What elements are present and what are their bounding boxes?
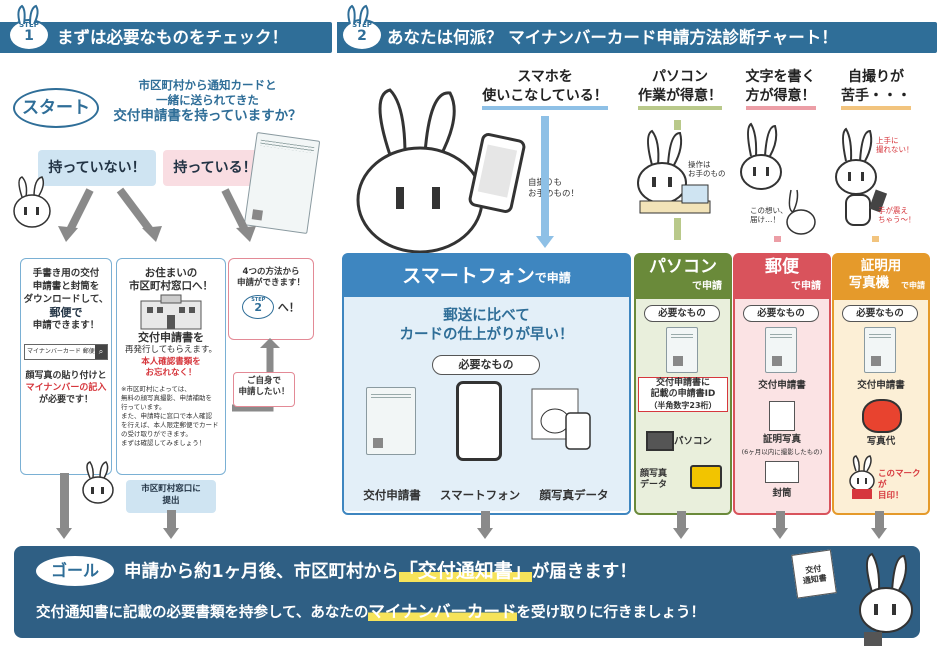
mail-item-photo: 証明写真 <box>762 434 801 445</box>
smartphone-item-phone: スマートフォン <box>439 488 521 502</box>
arrow-down <box>60 473 69 528</box>
booth-panel: 証明用 写真機 で申請 必要なもの 交付申請書 写真代 このマークが 目印！ <box>832 253 930 515</box>
mail-bubble: この想い、 届け…！ <box>750 206 788 224</box>
goal-bar: ゴール 申請から約1ヶ月後、市区町村から「交付通知書」が届きます！ 交付通知書に… <box>14 546 920 638</box>
mail-need-label: 必要なもの <box>743 305 819 322</box>
arrow-down <box>776 511 785 528</box>
no-option[interactable]: 持っていない！ <box>38 150 156 186</box>
arrow-down <box>167 510 176 528</box>
booth-mark-note: このマークが 目印！ <box>878 469 921 501</box>
pc-panel-header: パソコン で申請 <box>636 255 730 299</box>
self-apply-arrow <box>232 338 280 412</box>
mail-question: 文字を書く 方が得意！ <box>733 68 828 110</box>
id-photo-icon <box>769 401 795 431</box>
smartphone-item-photo: 顔写真データ <box>539 488 609 502</box>
rabbit-mascot-icon <box>82 461 114 504</box>
camera-icon <box>690 465 722 489</box>
rabbit-mark-icon <box>849 455 875 499</box>
smartphone-need-label: 必要なもの <box>432 355 540 375</box>
city-hall-icon <box>140 294 202 330</box>
booth-question: 自撮りが 苦手・・・ <box>832 68 920 110</box>
smartphone-device-icon <box>456 381 502 461</box>
rabbit-writing-illustration <box>740 122 816 235</box>
booth-panel-header: 証明用 写真機 で申請 <box>834 255 928 300</box>
booth-bubble-2: 手が震え ちゃう～！ <box>878 206 916 224</box>
mail-panel-header: 郵便 で申請 <box>735 255 829 299</box>
booth-need-label: 必要なもの <box>842 305 918 322</box>
start-question: 市区町村から通知カードと 一緒に送られてきた 交付申請書を持っていますか？ <box>113 78 302 124</box>
smartphone-form-image <box>366 387 416 455</box>
rabbit-ears-icon <box>347 4 369 25</box>
pc-item-id: 交付申請書に 記載の申請書ID （半角数字23桁） <box>638 377 728 412</box>
mail-item-envelope: 封筒 <box>772 488 792 499</box>
arrow-down-head <box>477 528 493 539</box>
step2-title: あなたは何派？ マイナンバーカード申請方法診断チャート！ <box>387 28 838 47</box>
rabbit-ears-icon <box>17 4 39 25</box>
booth-item-fee: 写真代 <box>866 436 896 447</box>
booth-bubble-1: 上手に 撮れない！ <box>876 136 914 154</box>
smart-bubble: 自撮りも お手のもの！ <box>528 178 580 199</box>
smartphone-lead: 郵送に比べて カードの仕上がりが早い！ <box>399 308 574 343</box>
mail-form-image <box>765 327 797 373</box>
envelope-icon <box>765 461 799 483</box>
laptop-icon <box>646 431 674 451</box>
arrow-down <box>774 236 781 242</box>
arrow-down-head <box>163 528 179 539</box>
rabbit-with-phone-illustration <box>356 88 526 254</box>
rabbit-mascot-icon <box>13 176 51 228</box>
arrow-down <box>481 511 490 528</box>
arrow-down <box>674 218 681 240</box>
mail-item-photo-note: (6ヶ月以内に撮影したもの) <box>741 448 823 456</box>
rabbit-at-pc-illustration <box>637 129 711 214</box>
mail-panel: 郵便 で申請 必要なもの 交付申請書 証明写真 (6ヶ月以内に撮影したもの) 封… <box>733 253 831 515</box>
booth-form-image <box>864 327 896 373</box>
smartphone-panel-header: スマートフォンで申請 <box>344 255 629 297</box>
arrow-down-head <box>536 236 554 248</box>
mail-item-form: 交付申請書 <box>758 380 806 391</box>
rabbit-goal-illustration <box>859 552 913 646</box>
arrow-down <box>677 511 686 528</box>
pc-bubble: 操作は お手のもの <box>688 160 726 178</box>
pc-item-photo: 顔写真 データ <box>640 469 668 490</box>
arrow-down-head <box>772 528 788 539</box>
arrow-down <box>674 120 681 130</box>
arrow-down <box>541 116 549 236</box>
smartphone-panel: スマートフォンで申請 郵送に比べて カードの仕上がりが早い！ 必要なもの 交付申… <box>342 253 631 515</box>
step1-title: まずは必要なものをチェック！ <box>57 28 288 47</box>
search-box[interactable]: マイナンバーカード 郵便 ⌕ <box>24 344 108 360</box>
smart-question: スマホを 使いこなしている！ <box>470 68 620 110</box>
goal-line1: 申請から約1ヶ月後、市区町村から「交付通知書」が届きます！ <box>124 560 637 582</box>
smartphone-item-form: 交付申請書 <box>363 488 421 502</box>
booth-item-form: 交付申請書 <box>857 380 905 391</box>
municipal-window-box: お住まいの 市区町村窓口へ！ 交付申請書を 再発行してもらえます。 本人確認書類… <box>116 258 226 475</box>
flow-arrows <box>58 187 256 242</box>
self-apply-bubble: ご自身で 申請したい！ <box>233 372 295 407</box>
arrow-down <box>872 236 879 242</box>
window-submit-box: 市区町村窓口に 提出 <box>126 480 216 513</box>
pc-form-image <box>666 327 698 373</box>
goal-line2: 交付通知書に記載の必要書類を持参して、あなたのマイナンバーカードを受け取りに行き… <box>36 602 706 621</box>
arrow-down-head <box>871 528 887 539</box>
pc-panel: パソコン で申請 必要なもの 交付申請書に 記載の申請書ID （半角数字23桁）… <box>634 253 732 515</box>
pc-item-pc: パソコン <box>674 436 713 447</box>
arrow-down-head <box>56 528 72 539</box>
download-option-box: 手書き用の交付 申請書と封筒を ダウンロードして、 郵便で 申請できます！ マイ… <box>20 258 112 475</box>
start-badge: スタート <box>13 88 99 128</box>
rabbit-selfie-illustration <box>835 127 888 226</box>
pc-question: パソコン 作業が得意！ <box>630 68 730 110</box>
coin-purse-icon <box>862 399 902 433</box>
goal-badge: ゴール <box>36 556 114 586</box>
arrow-down-head <box>673 528 689 539</box>
pc-need-label: 必要なもの <box>644 305 720 322</box>
arrow-down <box>875 511 884 528</box>
face-photo-icon <box>531 388 591 450</box>
search-icon: ⌕ <box>95 345 107 359</box>
notice-document-icon: 交付 通知書 <box>791 549 837 599</box>
